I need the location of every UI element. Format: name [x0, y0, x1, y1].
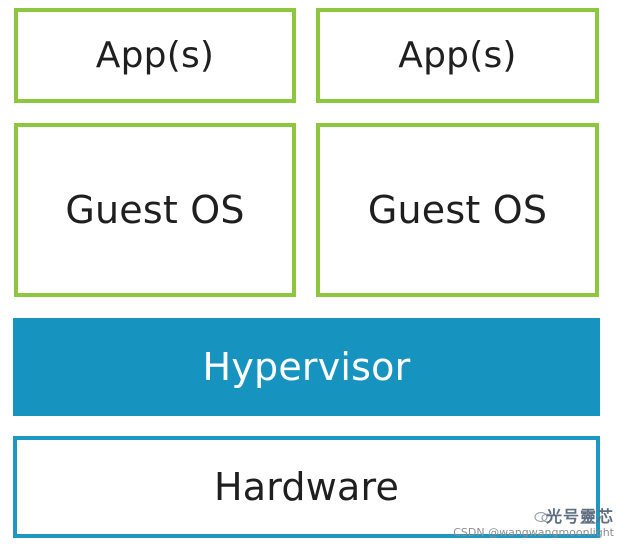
hardware-label: Hardware — [213, 465, 400, 509]
hardware-layer: Hardware — [13, 436, 600, 538]
watermark-brand: 光号靈芯 — [545, 507, 614, 526]
wechat-icon — [534, 511, 553, 523]
left-guest-os-box: Guest OS — [14, 123, 296, 297]
right-app-box: App(s) — [316, 8, 599, 103]
right-guest-os-label: Guest OS — [367, 188, 548, 232]
watermark-credit: CSDN @wangwangmoonlight — [453, 526, 614, 539]
right-app-label: App(s) — [398, 34, 517, 76]
left-guest-os-label: Guest OS — [65, 188, 245, 232]
right-guest-os-box: Guest OS — [316, 123, 599, 297]
hypervisor-label: Hypervisor — [202, 345, 411, 389]
left-app-label: App(s) — [95, 34, 215, 76]
hypervisor-layer: Hypervisor — [13, 318, 600, 416]
left-app-box: App(s) — [14, 8, 296, 103]
